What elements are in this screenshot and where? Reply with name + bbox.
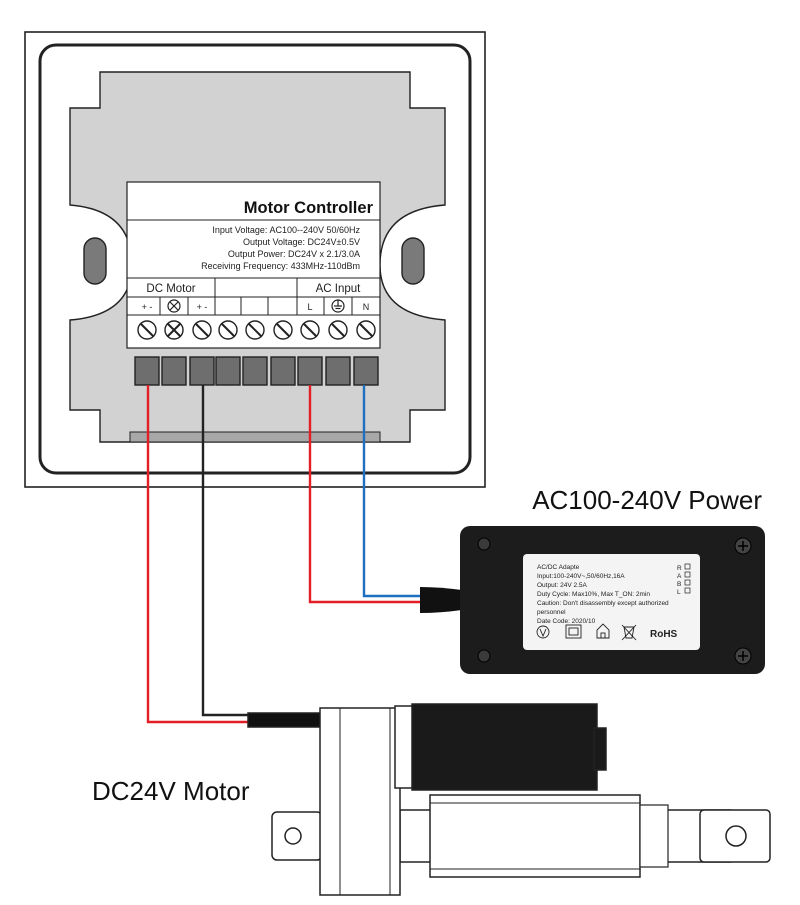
adapter-label [523, 554, 700, 650]
adapter-line-2: Input:100-240V~,50/60Hz,16A [537, 573, 625, 580]
adapter-screw-icon [477, 537, 491, 551]
actuator-gearbox [319, 707, 401, 896]
adapter-line-4: Duty Cycle: Max10%, Max T_ON: 2min [537, 591, 650, 598]
spec-receiving-frequency: Receiving Frequency: 433MHz-110dBm [201, 261, 360, 271]
indoor-use-house-icon [596, 623, 610, 639]
terminal-screw-icon [192, 320, 212, 340]
adapter-line-7: Date Code: 2020/10 [537, 618, 596, 625]
rohs-mark: RoHS [650, 629, 678, 640]
terminal-block [134, 356, 160, 386]
terminal-screw-icon [245, 320, 265, 340]
pin-cells [159, 297, 353, 315]
adapter-mark-r: R [677, 565, 682, 572]
terminal-block [189, 356, 215, 386]
dc-motor-section-label: DC Motor [146, 283, 195, 295]
terminal-screw-icon [328, 320, 348, 340]
pin-neutral: N [363, 302, 370, 312]
ground-symbol-icon [331, 299, 345, 313]
weee-bin-icon [621, 624, 637, 641]
adapter-screw-icon [734, 647, 752, 665]
actuator-outer-tube [429, 794, 641, 878]
actuator-motor-endcap [593, 727, 607, 771]
terminal-block [297, 356, 323, 386]
terminal-screw-icon [356, 320, 376, 340]
linear-actuator [247, 703, 771, 896]
adapter-mark-b: B [677, 581, 681, 588]
spec-input-voltage: Input Voltage: AC100--240V 50/60Hz [212, 225, 360, 235]
terminal-blocks [134, 356, 379, 386]
pin-live: L [307, 302, 312, 312]
blue-wire-power [362, 385, 420, 598]
terminal-screw-icon [137, 320, 157, 340]
mounting-slot-right [401, 237, 425, 285]
terminal-block [353, 356, 379, 386]
power-label: AC100-240V Power [532, 485, 762, 515]
controller-bottom-strip [129, 431, 381, 443]
ac-input-section-label: AC Input [316, 283, 362, 295]
terminal-screw-icon [218, 320, 238, 340]
pin-dc-plus-minus-2: + - [197, 302, 208, 312]
efficiency-v-icon [536, 625, 550, 639]
adapter-screw-icon [477, 649, 491, 663]
adapter-screw-icon [734, 537, 752, 555]
black-wire-motor [201, 385, 248, 717]
terminal-screw-icon [164, 320, 184, 340]
terminal-block [270, 356, 296, 386]
motor-label: DC24V Motor [92, 776, 250, 806]
double-insulation-icon [565, 624, 582, 639]
spec-output-voltage: Output Voltage: DC24V±0.5V [243, 237, 360, 247]
adapter-line-3: Output: 24V 2.5A [537, 582, 588, 589]
adapter-mark-l: L [677, 589, 681, 596]
actuator-motor-can [411, 703, 598, 791]
motor-symbol-icon [167, 299, 181, 313]
spec-output-power: Output Power: DC24V x 2.1/3.0A [228, 249, 360, 259]
pin-dc-plus-minus-1: + - [142, 302, 153, 312]
terminal-block [161, 356, 187, 386]
power-adapter: AC/DC Adapte Input:100-240V~,50/60Hz,16A… [420, 526, 765, 674]
red-wire-motor [146, 385, 248, 724]
terminal-screws [137, 320, 376, 340]
rear-clevis-hole [284, 827, 302, 845]
adapter-line-6: personnel [537, 609, 566, 616]
controller-title: Motor Controller [244, 199, 374, 217]
adapter-mark-a: A [677, 573, 682, 580]
terminal-screw-icon [273, 320, 293, 340]
mounting-slot-left [83, 237, 107, 285]
red-wire-power [308, 385, 420, 604]
terminal-block [242, 356, 268, 386]
adapter-line-1: AC/DC Adapte [537, 564, 580, 571]
terminal-block [325, 356, 351, 386]
rod-end-hole [725, 825, 747, 847]
terminal-block [215, 356, 241, 386]
adapter-line-5: Caution: Don't disassembly except author… [537, 600, 669, 607]
terminal-screw-icon [300, 320, 320, 340]
